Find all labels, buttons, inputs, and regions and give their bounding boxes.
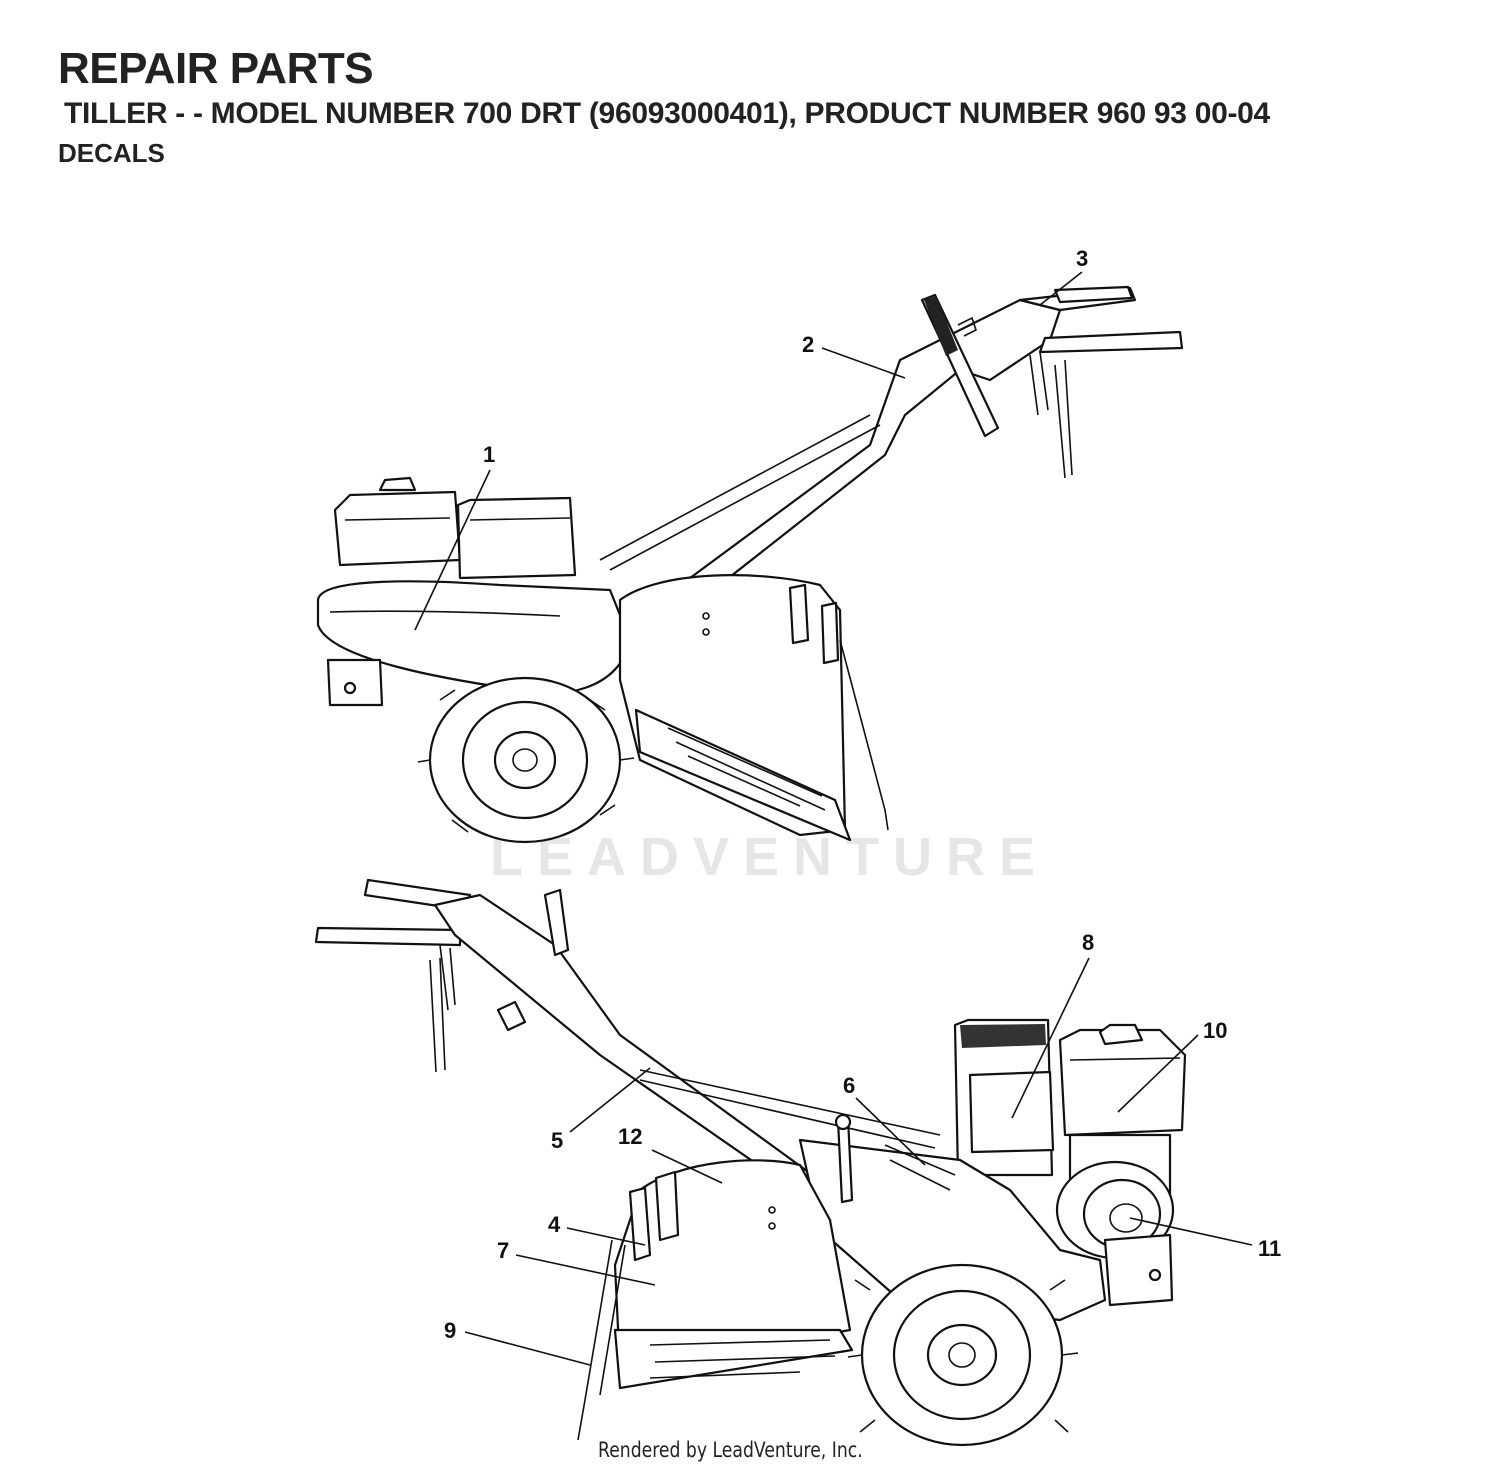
callout-label-12: 12 xyxy=(618,1124,642,1149)
callout-label-6: 6 xyxy=(843,1073,855,1098)
callout-label-1: 1 xyxy=(483,442,495,467)
callout-label-2: 2 xyxy=(802,332,814,357)
watermark-text: LEADVENTURE xyxy=(490,827,1049,887)
callout-3: 3 xyxy=(1039,246,1088,306)
callout-label-3: 3 xyxy=(1076,246,1088,271)
callout-12: 12 xyxy=(618,1124,723,1184)
upper-tiller-drawing xyxy=(316,285,1184,844)
callout-7: 7 xyxy=(497,1238,656,1286)
callout-9: 9 xyxy=(444,1318,591,1366)
callout-label-10: 10 xyxy=(1203,1018,1227,1043)
callout-label-7: 7 xyxy=(497,1238,509,1263)
lower-tiller-drawing xyxy=(314,878,1187,1447)
callout-5: 5 xyxy=(551,1067,651,1153)
callout-label-8: 8 xyxy=(1082,930,1094,955)
callout-label-5: 5 xyxy=(551,1128,563,1153)
callout-label-4: 4 xyxy=(548,1212,561,1237)
callout-11: 11 xyxy=(1129,1217,1281,1261)
model-subtitle: TILLER - - MODEL NUMBER 700 DRT (9609300… xyxy=(64,97,1270,130)
callout-10: 10 xyxy=(1117,1018,1227,1113)
callout-4: 4 xyxy=(548,1212,646,1246)
callout-1: 1 xyxy=(414,442,495,631)
footer-credit: Rendered by LeadVenture, Inc. xyxy=(598,1438,863,1462)
page-title: REPAIR PARTS xyxy=(58,44,374,93)
callout-label-9: 9 xyxy=(444,1318,456,1343)
callout-2: 2 xyxy=(802,332,906,379)
section-label: DECALS xyxy=(58,138,165,168)
callout-6: 6 xyxy=(843,1073,926,1166)
callout-label-11: 11 xyxy=(1258,1236,1281,1261)
callout-8: 8 xyxy=(1011,930,1094,1119)
